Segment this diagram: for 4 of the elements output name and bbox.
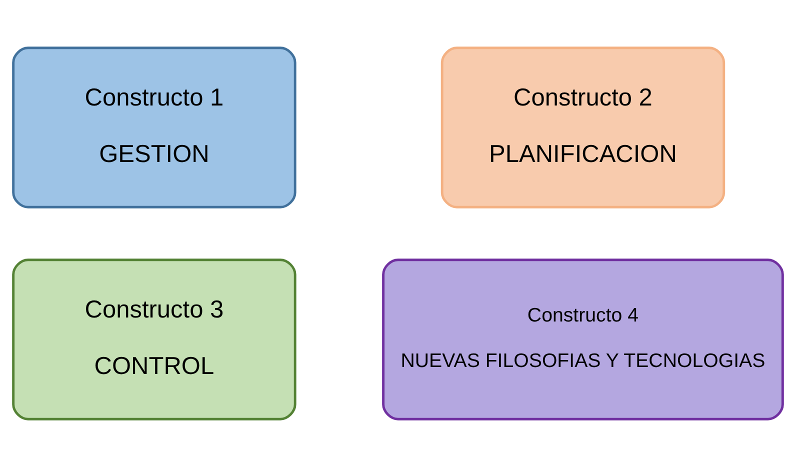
- node-box: Constructo 2 PLANIFICACION: [440, 46, 726, 208]
- node-box: Constructo 3 CONTROL: [12, 258, 296, 420]
- node-box: Constructo 4 NUEVAS FILOSOFIAS Y TECNOLOGIAS: [382, 258, 784, 420]
- node-box: Constructo 1 GESTION: [12, 46, 296, 208]
